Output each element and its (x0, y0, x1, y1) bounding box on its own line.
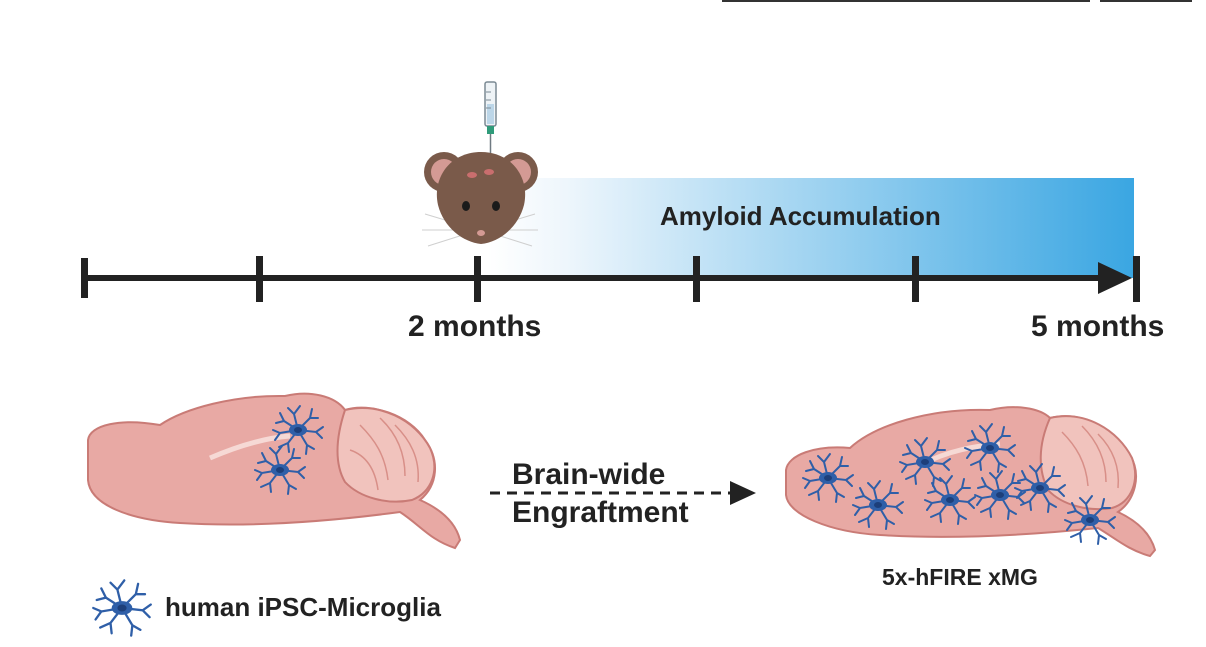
tick (81, 258, 88, 298)
tick (474, 256, 481, 302)
amyloid-band (488, 178, 1134, 278)
engraftment-arrow (490, 481, 756, 505)
tick (912, 256, 919, 302)
engraftment-label-line1: Brain-wide (512, 458, 666, 491)
mouse-head-icon (422, 152, 538, 247)
outcome-label: 5x-hFIRE xMG (882, 564, 1038, 590)
microglia-cell-icon (92, 579, 152, 637)
tick (693, 256, 700, 302)
tick (1133, 256, 1140, 302)
timeline-label-end: 5 months (1031, 310, 1165, 343)
timeline-arrowhead (1098, 262, 1132, 294)
amyloid-accumulation-label: Amyloid Accumulation (660, 201, 941, 231)
legend-label: human iPSC-Microglia (165, 592, 441, 622)
timeline-axis (81, 256, 1140, 302)
mouse-brain-icon (87, 392, 462, 550)
engraftment-label-line2: Engraftment (512, 496, 689, 529)
timeline-label-start: 2 months (408, 310, 542, 343)
mouse-brain-engrafted-icon (785, 406, 1157, 558)
tick (256, 256, 263, 302)
